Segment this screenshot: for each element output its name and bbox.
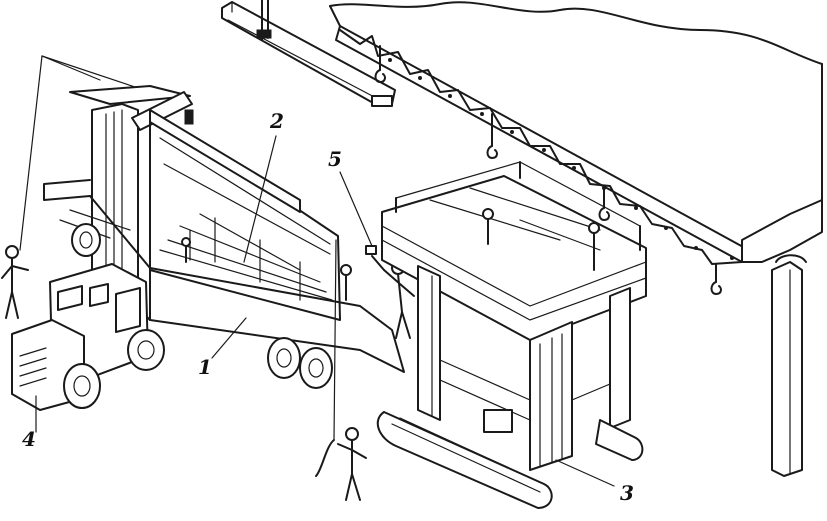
crawler-track-rear — [595, 419, 644, 461]
gantry-crane — [376, 161, 647, 509]
worker-on-trailer — [181, 237, 191, 263]
crane-hook-4 — [710, 263, 722, 295]
crane-hook-2 — [486, 113, 498, 159]
crawler-track-front — [376, 411, 553, 509]
callout-label-5: 5 — [328, 147, 342, 171]
worker-bottom — [315, 427, 367, 501]
support-column — [771, 254, 807, 477]
leader-5 — [339, 171, 373, 247]
truck-wheel-rear — [127, 329, 165, 371]
crane-hook-1 — [374, 45, 386, 83]
suspended-beam — [221, 0, 396, 107]
callout-label-1: 1 — [198, 355, 212, 379]
truck-wheel-front — [63, 363, 101, 409]
truss-trailer — [19, 55, 405, 441]
trailer-wheel-front — [71, 223, 101, 257]
callout-label-3: 3 — [620, 481, 634, 505]
tractor-truck — [11, 263, 165, 411]
trailer-wheel-rear — [267, 337, 301, 379]
leader-1 — [211, 317, 247, 359]
worker-on-gantry-2 — [588, 222, 600, 271]
callout-label-4: 4 — [22, 427, 36, 451]
overhead-runway-beam — [329, 1, 823, 477]
worker-left — [1, 245, 29, 319]
callout-label-2: 2 — [269, 109, 284, 133]
callout-leaders — [35, 135, 615, 487]
worker-on-gantry-1 — [482, 208, 494, 245]
leader-3 — [555, 459, 615, 487]
crane-hook-3 — [598, 185, 610, 221]
worker-near-truss — [340, 264, 352, 301]
leader-2 — [243, 135, 277, 263]
trailer-wheel-rear-2 — [299, 347, 333, 389]
